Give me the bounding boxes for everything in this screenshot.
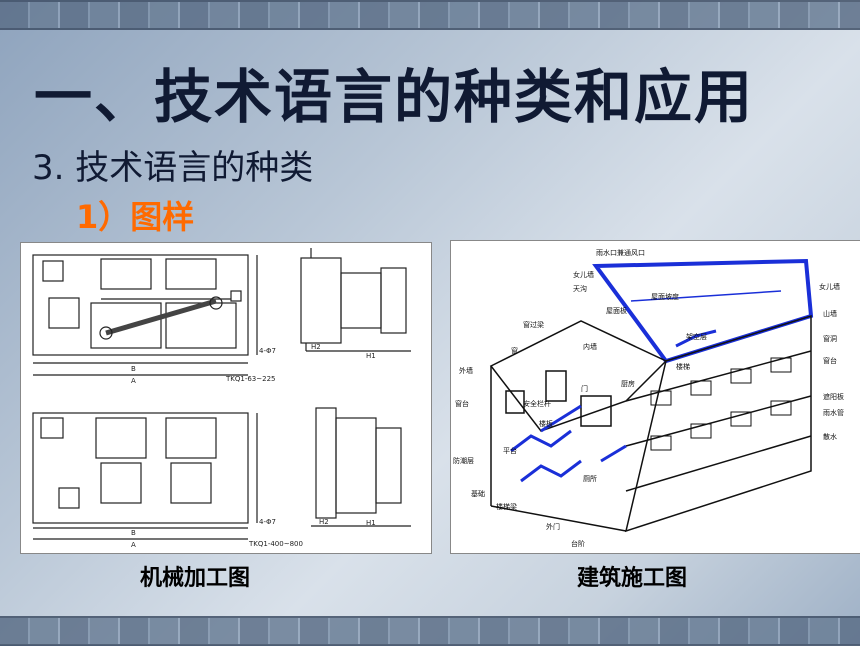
label-window: 窗	[511, 346, 518, 355]
label-insulation: 架空层	[686, 332, 707, 341]
hole-label-top: 4-Φ7	[259, 347, 276, 355]
model-top: TKQ1-63~225	[225, 375, 276, 383]
h2-label-top: H2	[311, 343, 321, 351]
label-sill: 窗台	[455, 399, 469, 408]
label-window-right: 窗洞	[823, 334, 837, 343]
h1-label-bottom: H1	[366, 519, 376, 527]
label-door: 门	[581, 384, 588, 393]
label-right-female-wall: 女儿墙	[819, 282, 840, 291]
label-downpipe: 雨水管	[823, 408, 844, 417]
mechanical-drawing-svg: B A 4-Φ7 H2 H1 TKQ1-63~225 B A 4-Φ7 H2 H…	[32, 248, 411, 549]
mechanical-drawing-figure: B A 4-Φ7 H2 H1 TKQ1-63~225 B A 4-Φ7 H2 H…	[20, 242, 432, 554]
label-stair-beam: 楼梯梁	[496, 502, 517, 511]
slide-subtitle: 3. 技术语言的种类	[32, 148, 314, 188]
label-toilet: 厕所	[583, 474, 597, 483]
label-outer-door: 外门	[546, 522, 560, 531]
h1-label-top: H1	[366, 352, 376, 360]
label-stairs: 楼梯	[676, 362, 690, 371]
building-drawing-svg: 雨水口兼通风口 女儿墙 天沟 屋面坡度 屋面板 窗过梁 窗 内墙 架空层 楼梯 …	[453, 248, 844, 548]
dim-a-top: A	[131, 377, 136, 385]
list-item-drawings: 1）图样	[76, 198, 195, 236]
top-decorative-band	[0, 0, 860, 30]
bottom-decorative-band	[0, 616, 860, 646]
label-landing: 平台	[503, 446, 517, 455]
label-kitchen: 厨房	[621, 379, 635, 388]
dim-b-top: B	[131, 365, 136, 373]
label-top: 雨水口兼通风口	[596, 248, 645, 257]
building-drawing-figure: 雨水口兼通风口 女儿墙 天沟 屋面坡度 屋面板 窗过梁 窗 内墙 架空层 楼梯 …	[450, 240, 860, 554]
label-safety-rail: 安全栏杆	[523, 399, 551, 408]
caption-mechanical-drawing: 机械加工图	[140, 566, 251, 591]
label-steps: 台阶	[571, 539, 585, 548]
h2-label-bottom: H2	[319, 518, 329, 526]
label-roof-slab: 屋面板	[606, 306, 627, 315]
label-roof-slope: 屋面坡度	[651, 292, 679, 301]
hole-label-bottom: 4-Φ7	[259, 518, 276, 526]
label-female-wall: 女儿墙	[573, 270, 594, 279]
label-moisture-layer: 防潮层	[453, 456, 474, 465]
model-bottom: TKQ1-400~800	[248, 540, 303, 548]
dim-b-bottom: B	[131, 529, 136, 537]
label-sill-right: 窗台	[823, 356, 837, 365]
dim-a-bottom: A	[131, 541, 136, 549]
slide-title: 一、技术语言的种类和应用	[34, 63, 755, 131]
label-floor-slab: 楼板	[539, 419, 553, 428]
label-outer-wall: 外墙	[459, 366, 473, 375]
label-mountain-wall: 山墙	[823, 309, 837, 318]
label-sunshade: 遮阳板	[823, 392, 844, 401]
label-apron: 散水	[823, 432, 837, 441]
label-inner-wall: 内墙	[583, 342, 597, 351]
caption-building-drawing: 建筑施工图	[577, 566, 688, 591]
label-foundation: 基础	[471, 489, 485, 498]
label-gutter: 天沟	[573, 284, 587, 293]
label-window-lintel: 窗过梁	[523, 320, 544, 329]
